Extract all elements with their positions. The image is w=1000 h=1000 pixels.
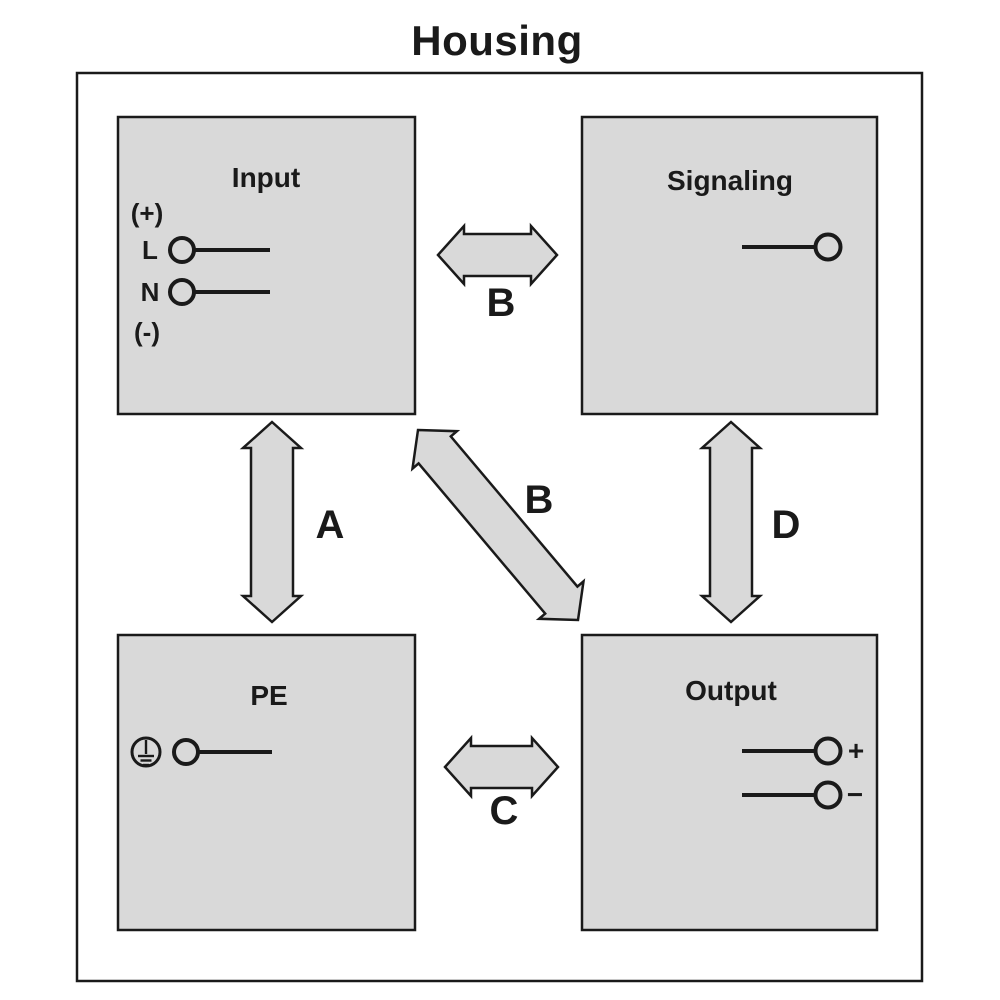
signaling-terminal	[742, 232, 843, 262]
arrow-b-top-label: B	[486, 281, 516, 325]
output-box-title: Output	[685, 675, 777, 706]
protective-earth-ground-icon	[130, 736, 162, 768]
input-box	[116, 115, 417, 416]
input-pin-n-label: N	[140, 277, 160, 307]
terminal-circle-icon	[168, 278, 196, 306]
arrow-c-double-headed-arrow-icon	[443, 734, 560, 800]
pe-terminal	[172, 738, 272, 766]
input-box-title: Input	[231, 162, 301, 193]
diagram-title: Housing	[411, 17, 583, 64]
terminal-circle-icon	[813, 232, 843, 262]
arrow-d-double-headed-arrow-icon	[698, 420, 764, 624]
arrow-a-double-headed-arrow-icon	[239, 420, 305, 624]
signaling-box-title: Signaling	[667, 165, 793, 196]
arrow-d-label: D	[771, 503, 801, 547]
terminal-circle-icon	[168, 236, 196, 264]
input-terminal-l	[168, 236, 270, 264]
terminal-circle-icon	[813, 736, 843, 766]
pe-box	[116, 633, 417, 932]
pe-box-title: PE	[250, 680, 288, 711]
arrow-b-diagonal-label: B	[524, 478, 554, 522]
output-pin-minus-label: −	[846, 779, 864, 810]
terminal-circle-icon	[813, 780, 843, 810]
arrow-a-label: A	[315, 503, 345, 547]
arrow-b-top-double-headed-arrow-icon	[436, 222, 559, 288]
input-pin-l-label: L	[142, 235, 158, 265]
input-pin-plus-label: (+)	[130, 198, 164, 228]
output-pin-plus-label: +	[847, 735, 865, 766]
arrow-c-label: C	[489, 789, 519, 833]
output-terminal-minus	[742, 780, 843, 810]
signaling-box	[580, 115, 879, 416]
input-pin-minus-label: (-)	[134, 317, 160, 347]
arrow-b-diagonal-double-headed-arrow-icon	[410, 428, 586, 622]
output-terminal-plus	[742, 736, 843, 766]
input-terminal-n	[168, 278, 270, 306]
